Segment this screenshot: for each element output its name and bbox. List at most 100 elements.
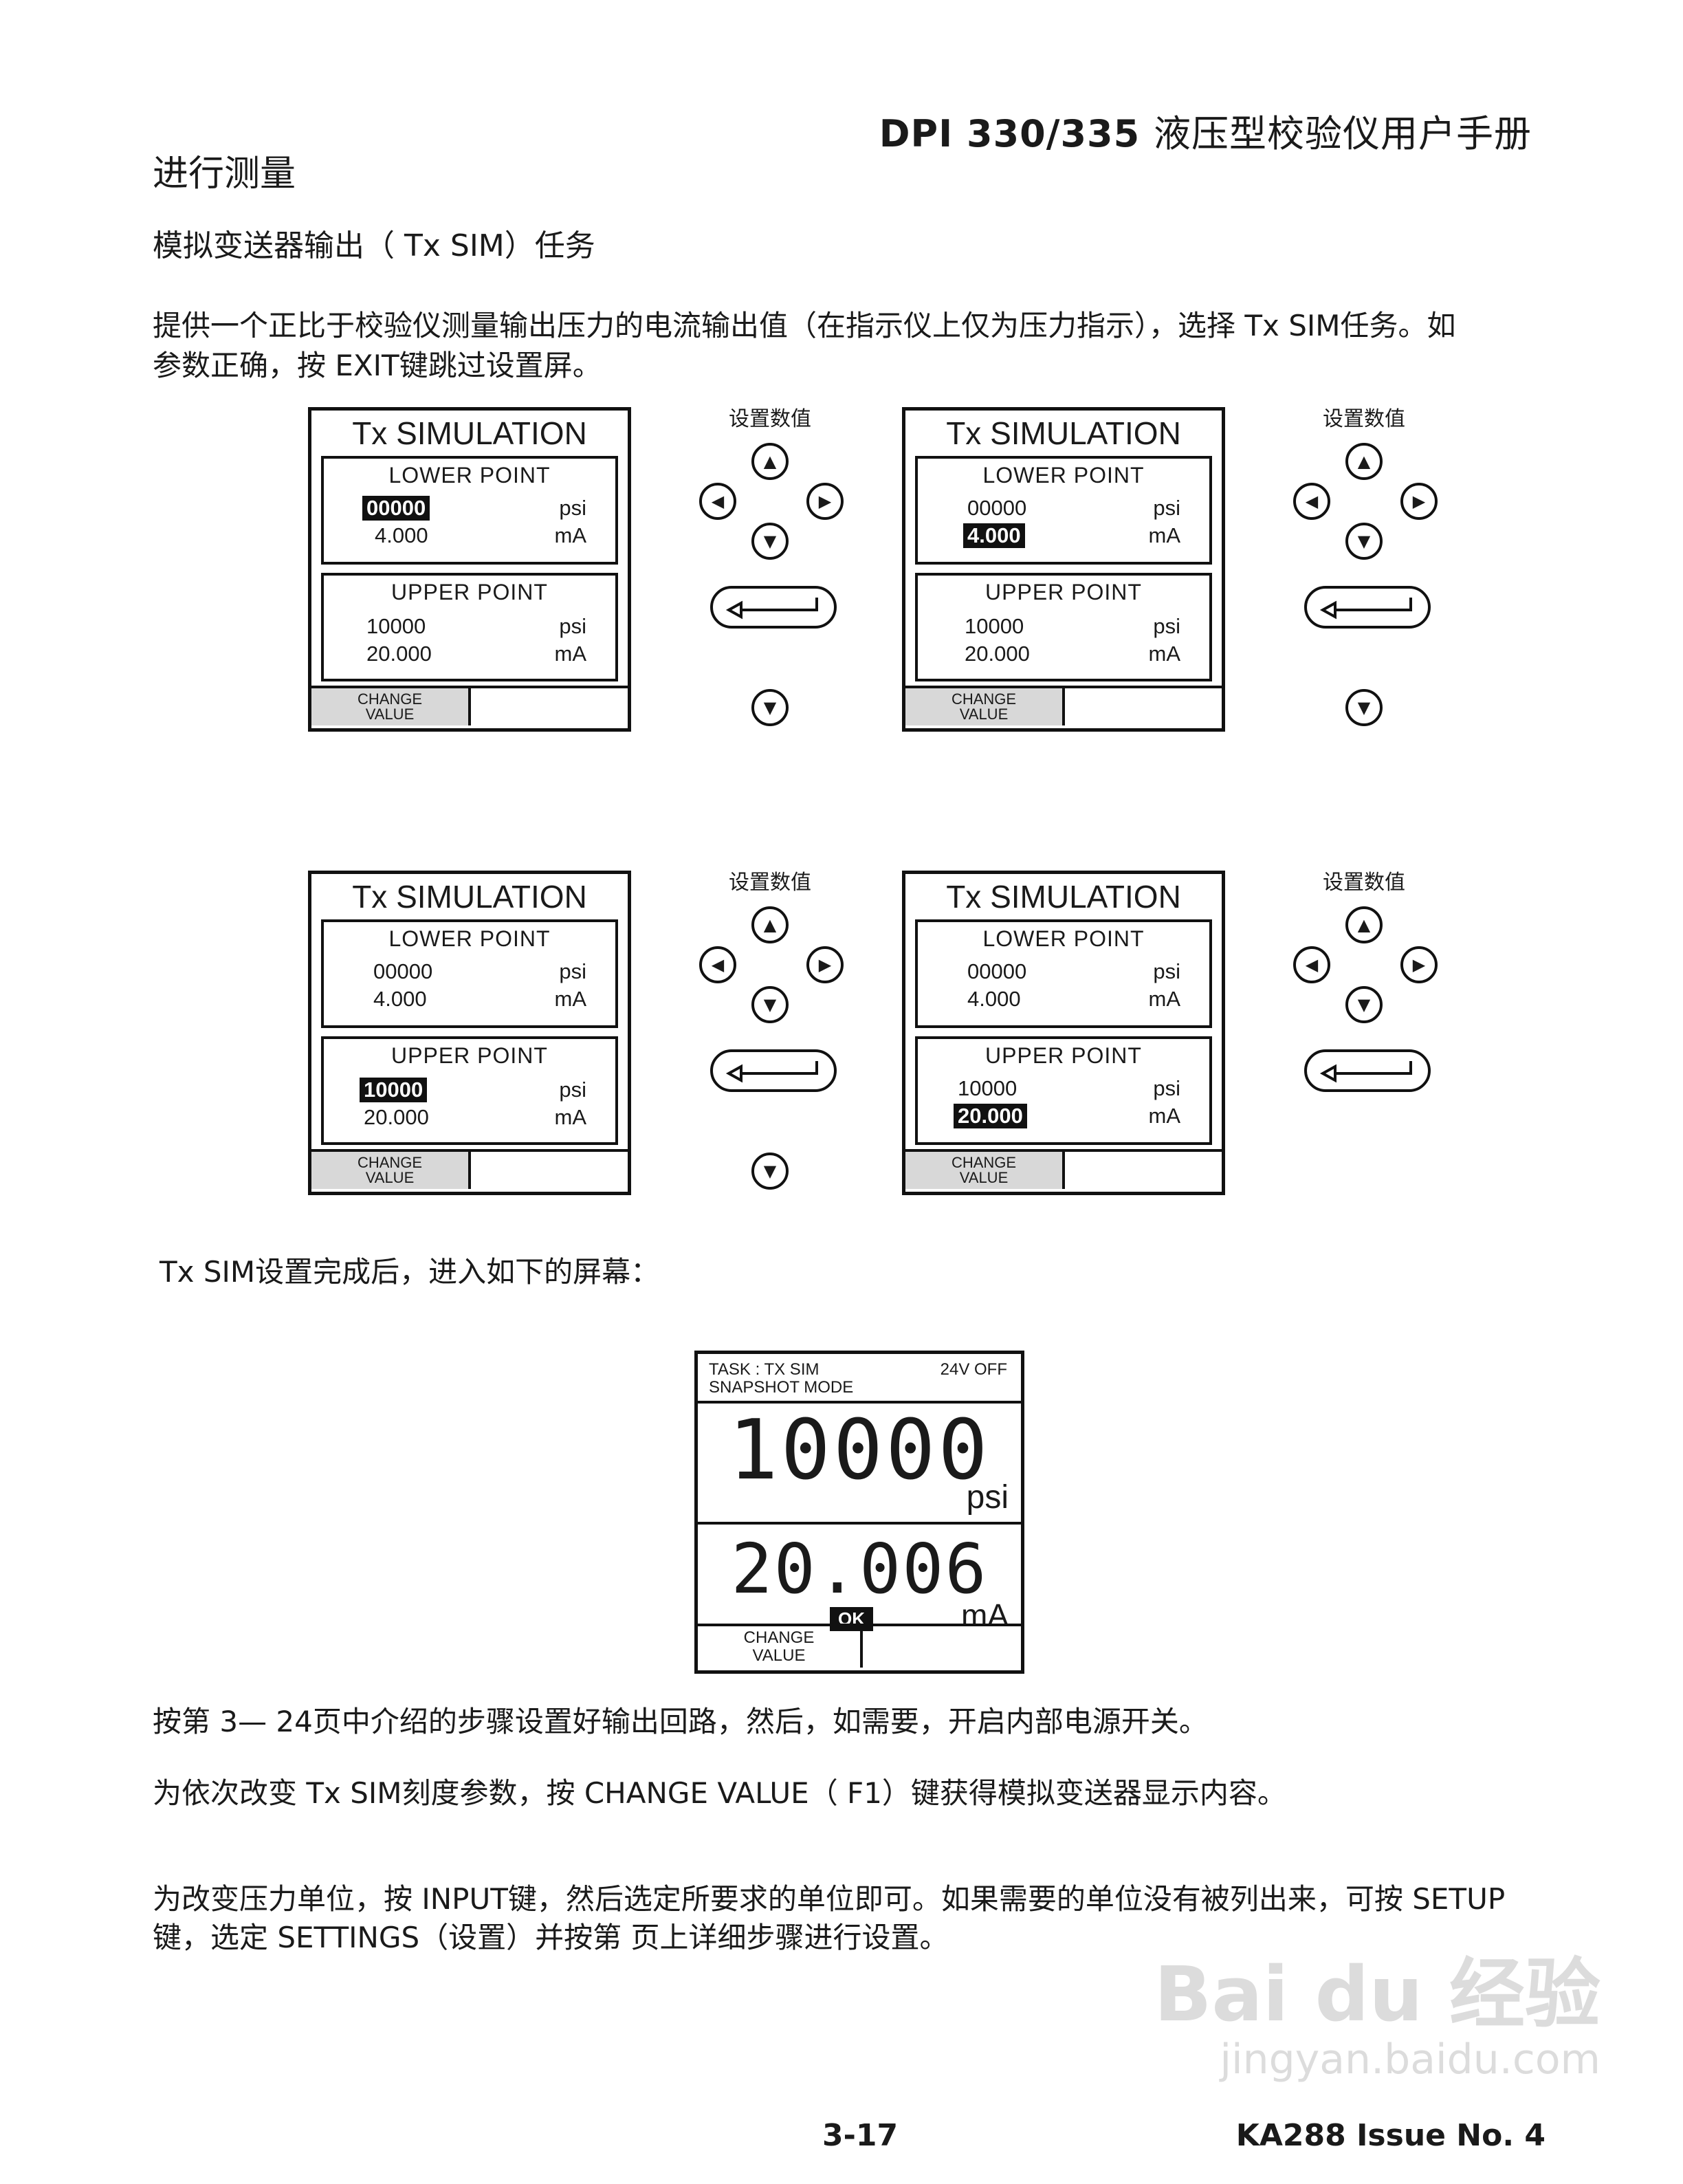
lower-current-value[interactable]: 4.000	[963, 523, 1025, 548]
upper-point-label: UPPER POINT	[391, 1043, 548, 1068]
change-value-softkey[interactable]: CHANGE VALUE	[905, 688, 1065, 725]
pressure-unit: psi	[559, 614, 586, 638]
enter-button[interactable]	[710, 586, 837, 629]
upper-pressure-value[interactable]: 10000	[360, 1078, 428, 1102]
baidu-watermark: Bai du 经验 jingyan.baidu.com	[1154, 1953, 1600, 2084]
current-unit: mA	[961, 1597, 1009, 1633]
watermark-url: jingyan.baidu.com	[1220, 2035, 1600, 2084]
current-unit: mA	[554, 642, 587, 666]
lower-point-box: LOWER POINT 00000 psi 4.000 mA	[321, 456, 618, 565]
enter-button[interactable]	[1304, 1049, 1431, 1092]
pressure-unit: psi	[1153, 496, 1180, 520]
panel-title: Tx SIMULATION	[946, 879, 1181, 915]
lower-pressure-value[interactable]: 00000	[967, 496, 1027, 520]
upper-point-box: UPPER POINT 10000 psi 20.000 mA	[915, 1036, 1212, 1145]
current-unit: mA	[1148, 642, 1181, 666]
ok-status-badge: OK	[830, 1607, 873, 1631]
upper-pressure-value[interactable]: 10000	[965, 614, 1024, 638]
manual-title: 液压型校验仪用户手册	[1154, 112, 1532, 155]
lower-pressure-value[interactable]: 00000	[967, 959, 1027, 983]
current-unit: mA	[1148, 1104, 1181, 1128]
panel-title: Tx SIMULATION	[946, 415, 1181, 451]
softkey-bar: CHANGE VALUE	[905, 1149, 1222, 1192]
keypad-3: 设置数值 ▲ ◀ ▶ ▼ ▼	[688, 865, 852, 1190]
intro-line-1: 提供一个正比于校验仪测量输出压力的电流输出值（在指示仪上仅为压力指示），选择 T…	[153, 309, 1456, 342]
upper-point-box: UPPER POINT 10000 psi 20.000 mA	[321, 573, 618, 681]
pressure-reading: 10000	[728, 1403, 991, 1498]
change-value-softkey[interactable]: CHANGE VALUE	[698, 1626, 863, 1668]
left-arrow-icon[interactable]: ◀	[699, 483, 736, 520]
lower-point-label: LOWER POINT	[982, 926, 1145, 951]
paragraph-3-line-2: 键，选定 SETTINGS（设置）并按第 页上详细步骤进行设置。	[153, 1921, 949, 1954]
change-value-softkey[interactable]: CHANGE VALUE	[311, 1152, 471, 1189]
up-arrow-icon[interactable]: ▲	[751, 443, 789, 480]
down-arrow-icon[interactable]: ▼	[1345, 689, 1383, 726]
right-arrow-icon[interactable]: ▶	[1400, 946, 1438, 983]
upper-point-label: UPPER POINT	[985, 1043, 1142, 1068]
softkey-bar: CHANGE VALUE	[905, 686, 1222, 728]
up-arrow-icon[interactable]: ▲	[751, 906, 789, 943]
softkey-bar: CHANGE VALUE	[698, 1624, 1021, 1670]
task-label: TASK : TX SIM	[709, 1360, 820, 1379]
power-status: 24V OFF	[940, 1360, 1007, 1379]
keypad-label: 设置数值	[1323, 407, 1405, 431]
right-arrow-icon[interactable]: ▶	[806, 946, 844, 983]
pressure-unit: psi	[559, 1078, 586, 1102]
tx-sim-panel-1: Tx SIMULATION LOWER POINT 00000 psi 4.00…	[308, 407, 631, 732]
up-arrow-icon[interactable]: ▲	[1345, 443, 1383, 480]
pressure-unit: psi	[559, 496, 586, 520]
lower-point-box: LOWER POINT 00000 psi 4.000 mA	[321, 919, 618, 1028]
lower-pressure-value[interactable]: 00000	[373, 959, 433, 983]
lower-current-value[interactable]: 4.000	[375, 523, 428, 547]
down-arrow-icon[interactable]: ▼	[1345, 523, 1383, 560]
softkey-bar: CHANGE VALUE	[311, 686, 628, 728]
lower-current-value[interactable]: 4.000	[967, 987, 1021, 1011]
display-divider	[698, 1522, 1021, 1525]
upper-point-label: UPPER POINT	[985, 580, 1142, 604]
paragraph-2: 为依次改变 Tx SIM刻度参数，按 CHANGE VALUE（ F1）键获得模…	[153, 1776, 1286, 1810]
change-value-softkey[interactable]: CHANGE VALUE	[311, 688, 471, 725]
pressure-unit: psi	[1153, 1076, 1180, 1100]
upper-current-value[interactable]: 20.000	[366, 642, 432, 666]
down-arrow-icon[interactable]: ▼	[751, 1153, 789, 1190]
change-value-softkey[interactable]: CHANGE VALUE	[905, 1152, 1065, 1189]
upper-point-box: UPPER POINT 10000 psi 20.000 mA	[321, 1036, 618, 1145]
softkey-bar: CHANGE VALUE	[311, 1149, 628, 1192]
down-arrow-icon[interactable]: ▼	[751, 523, 789, 560]
enter-icon	[725, 1061, 818, 1083]
right-arrow-icon[interactable]: ▶	[1400, 483, 1438, 520]
measurement-display: TASK : TX SIM SNAPSHOT MODE 24V OFF 1000…	[694, 1351, 1024, 1674]
tx-sim-panel-3: Tx SIMULATION LOWER POINT 00000 psi 4.00…	[308, 871, 631, 1195]
page-number: 3-17	[822, 2118, 899, 2153]
mode-label: SNAPSHOT MODE	[709, 1378, 854, 1397]
right-arrow-icon[interactable]: ▶	[806, 483, 844, 520]
current-reading: 20.006	[731, 1529, 988, 1609]
lower-current-value[interactable]: 4.000	[373, 987, 427, 1011]
upper-current-value[interactable]: 20.000	[954, 1104, 1027, 1128]
enter-button[interactable]	[1304, 586, 1431, 629]
left-arrow-icon[interactable]: ◀	[699, 946, 736, 983]
tx-sim-panel-2: Tx SIMULATION LOWER POINT 00000 psi 4.00…	[902, 407, 1225, 732]
left-arrow-icon[interactable]: ◀	[1293, 483, 1330, 520]
lower-pressure-value[interactable]: 00000	[362, 496, 430, 521]
down-arrow-icon[interactable]: ▼	[751, 689, 789, 726]
left-arrow-icon[interactable]: ◀	[1293, 946, 1330, 983]
down-arrow-icon[interactable]: ▼	[751, 986, 789, 1023]
upper-current-value[interactable]: 20.000	[965, 642, 1030, 666]
section-title: 进行测量	[153, 153, 296, 195]
up-arrow-icon[interactable]: ▲	[1345, 906, 1383, 943]
keypad-2: 设置数值 ▲ ◀ ▶ ▼ ▼	[1282, 402, 1446, 726]
lower-point-label: LOWER POINT	[982, 463, 1145, 488]
upper-current-value[interactable]: 20.000	[364, 1105, 429, 1129]
enter-button[interactable]	[710, 1049, 837, 1092]
down-arrow-icon[interactable]: ▼	[1345, 986, 1383, 1023]
upper-pressure-value[interactable]: 10000	[366, 614, 426, 638]
enter-icon	[725, 598, 818, 620]
lower-point-box: LOWER POINT 00000 psi 4.000 mA	[915, 456, 1212, 565]
pressure-unit: psi	[1153, 614, 1180, 638]
intro-line-2: 参数正确，按 EXIT键跳过设置屏。	[153, 349, 602, 382]
upper-pressure-value[interactable]: 10000	[958, 1076, 1018, 1100]
lower-point-box: LOWER POINT 00000 psi 4.000 mA	[915, 919, 1212, 1028]
keypad-label: 设置数值	[729, 407, 811, 431]
subsection-title: 模拟变送器输出（ Tx SIM）任务	[153, 228, 595, 263]
